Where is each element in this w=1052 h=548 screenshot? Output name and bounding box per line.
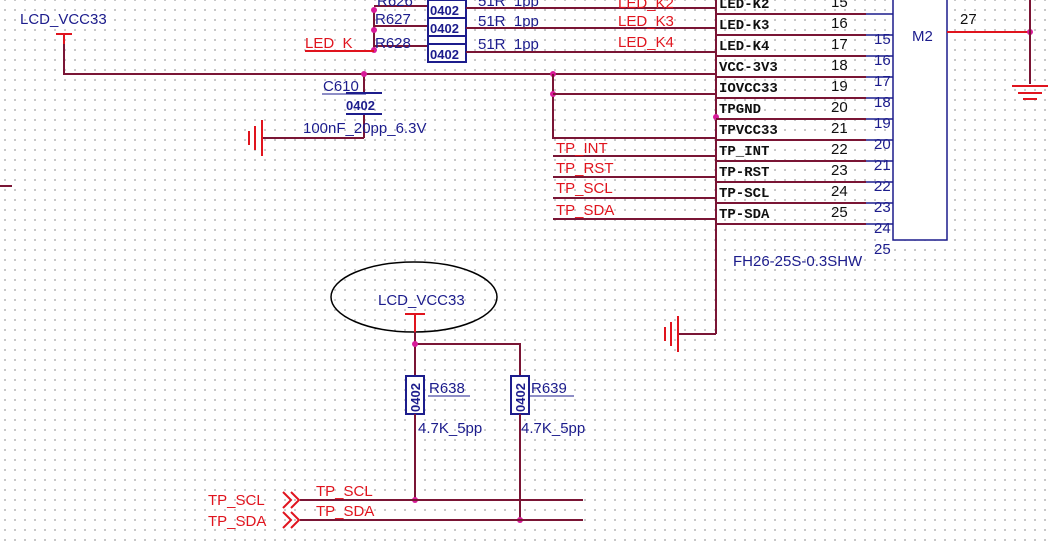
connector-pin-number: 22 [831,141,848,158]
port-tp-sda[interactable]: TP_SDA [208,511,301,530]
connector-m2-pin-number: 17 [874,73,891,90]
connector-m2-pin-number: 22 [874,178,891,195]
connector-pin-27: 27 [960,11,977,28]
net-label-led-k2: LED_K2 [618,0,674,12]
connector-pin-lines [716,13,893,225]
wire-tpvcc33 [552,74,716,139]
connector-pin-number: 21 [831,120,848,137]
resistor-r628-ref: R628 [375,35,411,52]
connector-pin-number: 18 [831,57,848,74]
connector-m2[interactable]: M2 [892,0,948,241]
connector-pin-label: IOVCC33 [719,81,778,97]
connector-pin-label: LED-K2 [719,0,769,13]
connector-m2-pin-number: 15 [874,31,891,48]
connector-pin-label: TP_INT [719,144,769,160]
net-label-tp-scl: TP_SCL [556,180,613,197]
port-tp-scl-label: TP_SCL [208,492,265,509]
connector-pin-number: 15 [831,0,848,11]
resistor-r628[interactable]: 0402 R628 51R_1pp [374,35,716,63]
connector-pin-number: 19 [831,78,848,95]
connector-m2-pin-numbers: 15 16 17 18 19 20 21 22 23 24 25 [874,31,891,258]
connector-m2-pin-number: 25 [874,241,891,258]
port-tp-sda-label: TP_SDA [208,513,266,530]
wire-lcd-vcc33-rail [63,44,716,75]
resistor-r639[interactable]: 0402 R639 4.7K_5pp [510,375,585,437]
ground-symbol-c610 [248,120,263,156]
ground-symbol-tp [664,316,679,352]
net-label-lcd-vcc33-top: LCD_VCC33 [20,11,107,28]
resistor-r627-value: 51R_1pp [478,13,539,30]
resistor-r626[interactable]: 0402 R626 51R_1pp [374,0,716,19]
resistor-r638-value: 4.7K_5pp [418,420,482,437]
power-symbol-vcc-pullup [405,313,425,332]
resistor-r626-package: 0402 [430,3,459,18]
connector-pin-label: TP-RST [719,165,769,181]
connector-pin-number: 23 [831,162,848,179]
port-tp-scl[interactable]: TP_SCL [208,491,301,509]
resistor-r638-package: 0402 [408,383,423,412]
net-label-tp-rst: TP_RST [556,160,614,177]
connector-m2-pin-number: 19 [874,115,891,132]
resistor-r628-value: 51R_1pp [478,36,539,53]
resistor-r639-value: 4.7K_5pp [521,420,585,437]
net-label-tp-int: TP_INT [556,140,608,157]
resistor-r628-package: 0402 [430,47,459,62]
ground-symbol-right [1012,85,1048,100]
power-symbol-vcc-top [56,33,72,44]
net-label-tp-scl-bus: TP_SCL [316,483,373,500]
net-label-led-k: LED_K [305,35,353,52]
connector-pin-label: TPVCC33 [719,123,778,139]
connector-m2-pin-number: 24 [874,220,891,237]
capacitor-c610-value: 100nF_20pp_6.3V [303,120,426,137]
connector-m2-pin-number: 16 [874,52,891,69]
connector-part-number: FH26-25S-0.3SHW [733,253,863,270]
connector-m2-ref: M2 [912,28,933,45]
resistor-r627-package: 0402 [430,21,459,36]
capacitor-c610[interactable]: C610 0402 100nF_20pp_6.3V [303,74,426,138]
net-label-lcd-vcc33-circle: LCD_VCC33 [378,292,465,309]
connector-pin-label: VCC-3V3 [719,60,778,76]
resistor-r639-package: 0402 [513,383,528,412]
connector-pin-number: 25 [831,204,848,221]
connector-pin-number: 24 [831,183,848,200]
resistor-r638-ref: R638 [429,380,465,397]
resistor-r626-ref: R626 [377,0,413,10]
connector-pin-number: 17 [831,36,848,53]
connector-pin-label: TPGND [719,102,761,118]
connector-pin-label: LED-K4 [719,39,769,55]
connector-pin-number: 20 [831,99,848,116]
connector-m2-pin-number: 18 [874,94,891,111]
connector-pin-number: 16 [831,15,848,32]
resistor-r638[interactable]: 0402 R638 4.7K_5pp [405,375,482,437]
connector-m2-pin-number: 21 [874,157,891,174]
capacitor-c610-package: 0402 [346,98,375,113]
net-label-tp-sda: TP_SDA [556,202,614,219]
connector-m2-pin-number: 20 [874,136,891,153]
net-label-led-k3: LED_K3 [618,13,674,30]
resistor-r639-ref: R639 [531,380,567,397]
capacitor-c610-ref: C610 [323,78,359,95]
connector-m2-pin-number: 23 [874,199,891,216]
wire-r639-top [415,343,521,376]
connector-pin-label: TP-SCL [719,186,769,202]
connector-pin-label: TP-SDA [719,207,770,223]
connector-pin-label: LED-K3 [719,18,769,34]
resistor-r626-value: 51R_1pp [478,0,539,10]
net-label-led-k4: LED_K4 [618,34,674,51]
net-label-tp-sda-bus: TP_SDA [316,503,374,520]
resistor-r627-ref: R627 [375,11,411,28]
